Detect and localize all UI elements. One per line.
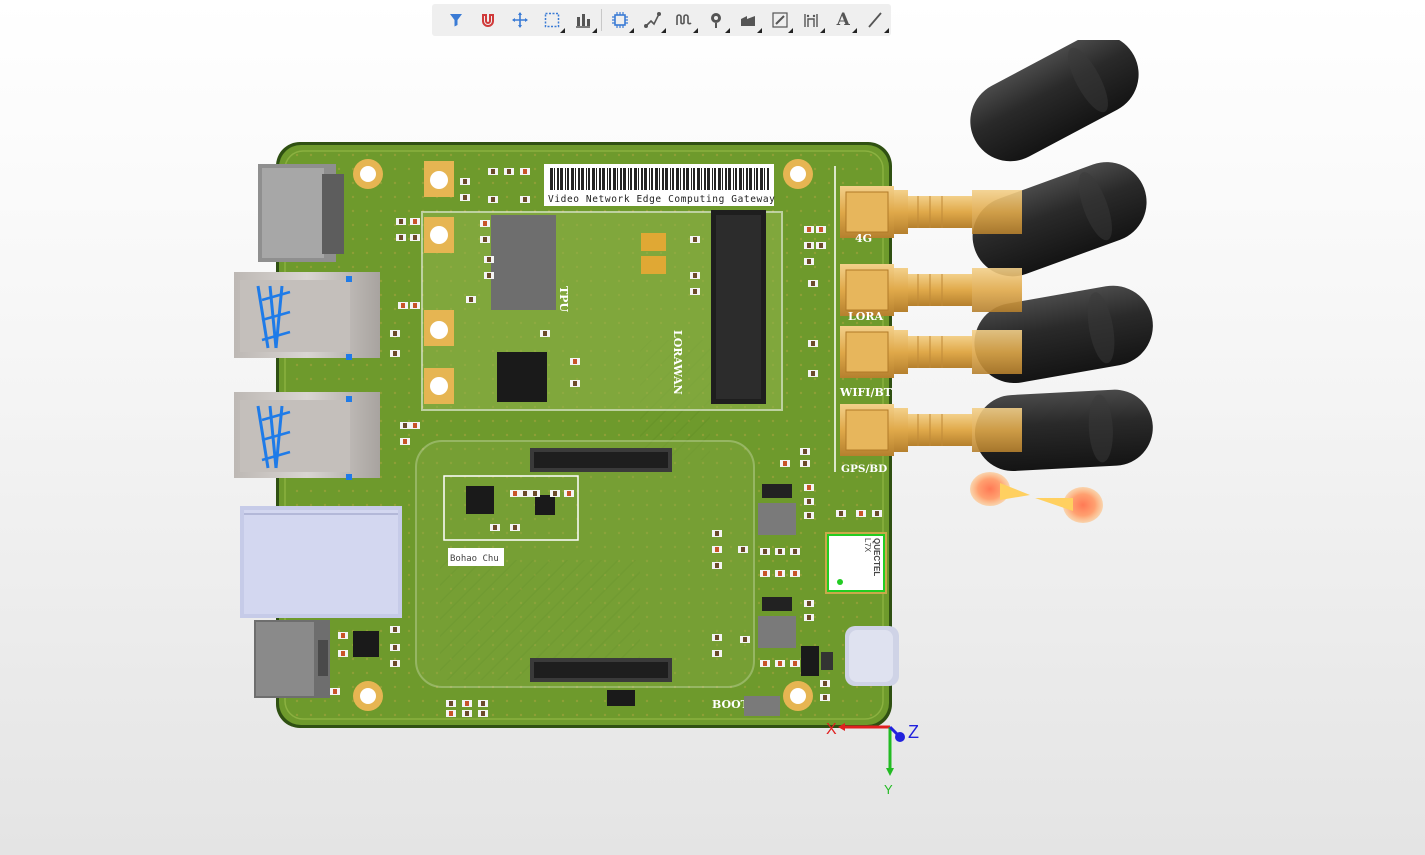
antennas [970,40,1153,472]
measure-icon [804,14,819,27]
gps-module-model: L7X [863,538,872,553]
barcode-text: Video Network Edge Computing Gateway [548,194,776,205]
label-4g: 4G [855,232,872,245]
line-button[interactable] [859,5,891,35]
axis-y-label: Y [884,782,893,797]
sma-connector-3 [840,326,1022,378]
measure-button[interactable] [795,5,827,35]
tune-button[interactable] [668,5,700,35]
label-lora: LORA [848,310,883,323]
snap-button[interactable] [472,5,504,35]
antenna-lora [972,162,1147,277]
usb-port-2 [234,392,380,480]
dimension-button[interactable] [764,5,796,35]
text-icon: A [836,10,850,30]
barcode-label: Video Network Edge Computing Gateway [544,164,776,206]
toolbar-separator [601,9,603,31]
power-components [353,484,833,706]
sma-connector-4 [840,404,1022,456]
sma-connector-2 [840,264,1022,316]
route-icon [644,12,662,28]
sma-connector-1 [840,186,1022,238]
polygon-button[interactable] [732,5,764,35]
pcb-3d-view[interactable]: TPU LORAWAN Video Network Edge Computing… [0,40,1425,855]
align-icon [576,14,591,28]
tpu-module: TPU LORAWAN [421,161,783,411]
pcb-toolbar: A [432,4,891,36]
move-icon [511,12,528,28]
rect-select-icon [544,12,559,28]
axis-gizmo[interactable]: X Y Z [826,721,919,797]
usb-c-port [845,626,899,686]
via-button[interactable] [700,5,732,35]
text-button[interactable]: A [827,5,859,35]
label-gps-bd: GPS/BD [841,463,887,475]
filter-button[interactable] [440,5,472,35]
axis-z-label: Z [908,722,919,742]
move-button[interactable] [504,5,536,35]
label-boot: BOOT [712,698,750,711]
author-tag: Bohao Chu [450,554,499,564]
magnet-icon [481,14,494,27]
passive-components [330,168,882,717]
gps-module: QUECTEL L7X [825,532,887,594]
label-tpu: TPU [557,286,570,312]
antenna-4g [970,40,1139,162]
axis-x-label: X [826,721,837,738]
meander-icon [676,14,692,25]
3d-viewport[interactable]: TPU LORAWAN Video Network Edge Computing… [0,40,1425,855]
gps-module-brand: QUECTEL [872,538,881,576]
via-icon [710,13,721,28]
ethernet-port [240,506,402,618]
sma-connectors [840,186,1022,456]
mounting-holes [353,159,813,711]
usb-port-1 [234,272,380,360]
line-icon [868,12,882,28]
chip-icon [612,12,629,28]
led-glow [970,472,1103,523]
dimension-icon [771,12,788,28]
label-lorawan: LORAWAN [671,330,684,395]
route-button[interactable] [636,5,668,35]
polygon-icon [740,16,755,26]
label-wifi-bt: WIFI/BT [839,386,893,399]
compute-module-area: Bohao Chu [415,440,755,688]
component-button[interactable] [604,5,636,35]
align-button[interactable] [567,5,599,35]
left-connectors [234,164,402,698]
power-jack [254,620,330,698]
filter-icon [449,14,462,27]
select-button[interactable] [536,5,568,35]
